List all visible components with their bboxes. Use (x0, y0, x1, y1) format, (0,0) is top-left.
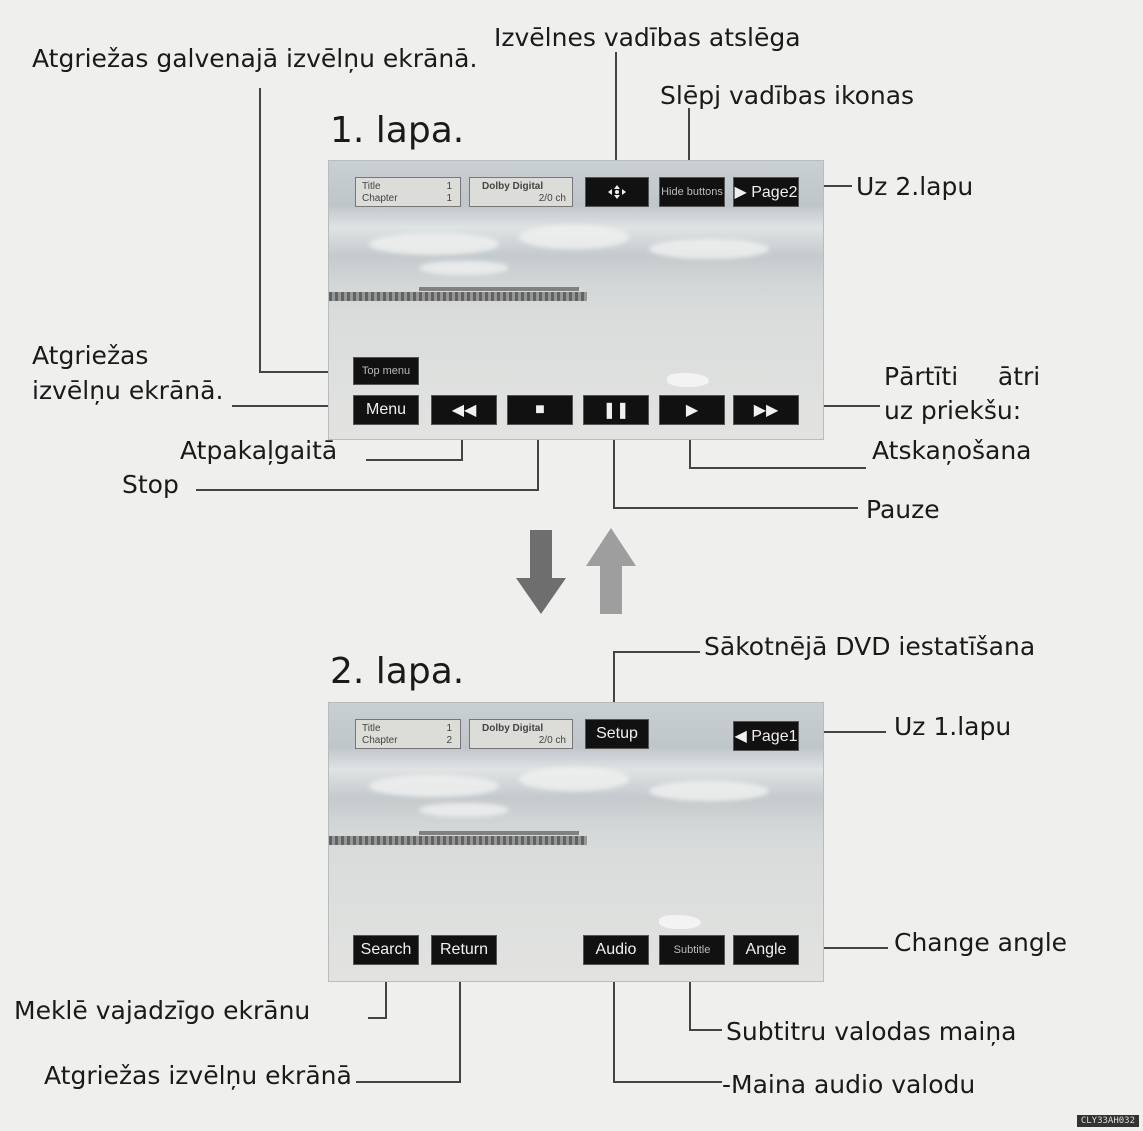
label-play: Atskaņošana (872, 436, 1032, 465)
pause-icon: ❚❚ (602, 402, 630, 419)
audio-format: Dolby Digital (482, 723, 544, 734)
audio-button[interactable]: Audio (583, 935, 649, 965)
pause-button[interactable]: ❚❚ (583, 395, 649, 425)
fast-forward-button[interactable]: ▶▶ (733, 395, 799, 425)
chapter-number: 2 (446, 735, 452, 746)
menu-control-button[interactable] (585, 177, 649, 207)
play-icon: ▶ (685, 402, 699, 419)
play-button[interactable]: ▶ (659, 395, 725, 425)
label-rewind: Atpakaļgaitā (180, 436, 338, 465)
image-code: CLY33AH032 (1076, 1115, 1139, 1127)
label-menu-return-1: Atgriežas (32, 341, 149, 370)
page1-button[interactable]: ◀ Page1 (733, 721, 799, 751)
chapter-number: 1 (446, 193, 452, 204)
label-dvd-setup: Sākotnējā DVD iestatīšana (704, 632, 1036, 661)
setup-button[interactable]: Setup (585, 719, 649, 749)
disc-info-panel: Title Chapter 1 2 (355, 719, 461, 749)
title-label: Title (362, 181, 381, 192)
rewind-button[interactable]: ◀◀ (431, 395, 497, 425)
label-stop: Stop (122, 470, 179, 499)
label-search: Meklē vajadzīgo ekrānu (14, 996, 311, 1025)
subtitle-button[interactable]: Subtitle (659, 935, 725, 965)
label-fast-forward-1: Pārtīti ātri (884, 362, 1041, 391)
audio-info-panel: Dolby Digital 2/0 ch (469, 719, 573, 749)
title-number: 1 (446, 181, 452, 192)
label-hide-icons: Slēpj vadības ikonas (660, 81, 915, 110)
page2-button[interactable]: ▶ Page2 (733, 177, 799, 207)
stop-icon: ■ (535, 401, 545, 418)
audio-format: Dolby Digital (482, 181, 544, 192)
chapter-label: Chapter (362, 193, 398, 204)
chapter-label: Chapter (362, 735, 398, 746)
label-menu-key: Izvēlnes vadības atslēga (494, 23, 801, 52)
title-label: Title (362, 723, 381, 734)
return-button[interactable]: Return (431, 935, 497, 965)
page2-screen: Title Chapter 1 2 Dolby Digital 2/0 ch S… (328, 702, 824, 982)
label-subtitle-lang: Subtitru valodas maiņa (726, 1017, 1017, 1046)
search-button[interactable]: Search (353, 935, 419, 965)
down-arrow (516, 530, 566, 614)
audio-info-panel: Dolby Digital 2/0 ch (469, 177, 573, 207)
label-top-menu: Atgriežas galvenajā izvēlņu ekrānā. (32, 44, 478, 73)
fast-forward-icon: ▶▶ (753, 402, 779, 419)
rewind-icon: ◀◀ (451, 402, 477, 419)
up-arrow (586, 528, 636, 614)
angle-button[interactable]: Angle (733, 935, 799, 965)
page2-title: 2. lapa. (330, 651, 465, 692)
label-fast-forward-2: uz priekšu: (884, 396, 1022, 425)
label-to-page1: Uz 1.lapu (894, 712, 1012, 741)
direction-pad-icon (608, 185, 626, 199)
label-return-menu: Atgriežas izvēlņu ekrānā (44, 1061, 352, 1090)
title-number: 1 (446, 723, 452, 734)
hide-buttons-button[interactable]: Hide buttons (659, 177, 725, 207)
label-pause: Pauze (866, 495, 940, 524)
label-menu-return-2: izvēlņu ekrānā. (32, 376, 224, 405)
label-to-page2: Uz 2.lapu (856, 172, 974, 201)
page1-screen: Title Chapter 1 1 Dolby Digital 2/0 ch H… (328, 160, 824, 440)
top-menu-button[interactable]: Top menu (353, 357, 419, 385)
audio-channels: 2/0 ch (538, 735, 566, 746)
disc-info-panel: Title Chapter 1 1 (355, 177, 461, 207)
label-audio-lang: -Maina audio valodu (722, 1070, 976, 1099)
page1-title: 1. lapa. (330, 110, 465, 151)
stop-button[interactable]: ■ (507, 395, 573, 425)
menu-button[interactable]: Menu (353, 395, 419, 425)
audio-channels: 2/0 ch (538, 193, 566, 204)
label-change-angle: Change angle (894, 928, 1068, 957)
